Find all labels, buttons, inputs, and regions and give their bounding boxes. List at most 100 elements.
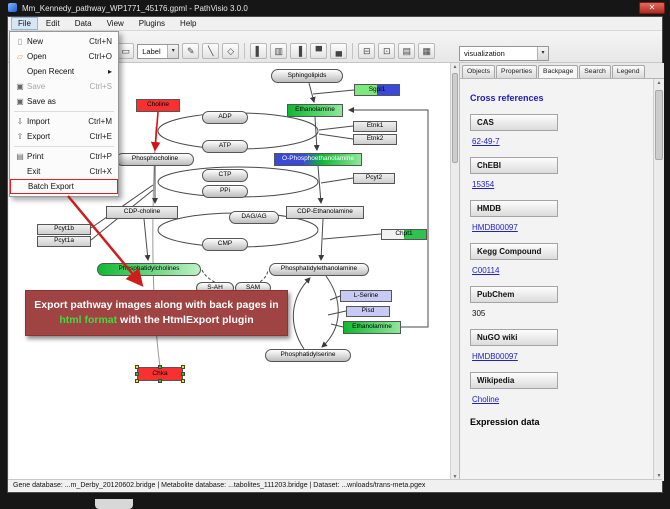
xref-link-cas[interactable]: 62-49-7 (472, 137, 500, 146)
node-l-serine[interactable]: L-Serine (340, 290, 392, 302)
shape-tool-icon[interactable]: ◇ (222, 43, 240, 59)
xref-link-wikipedia[interactable]: Choline (472, 395, 500, 404)
node-ppi[interactable]: PPi (202, 185, 248, 198)
node-adp[interactable]: ADP (202, 111, 248, 124)
xref-link-hmdb[interactable]: HMDB00097 (472, 223, 518, 232)
tab-properties[interactable]: Properties (496, 65, 538, 78)
label-tool-select[interactable]: Label▾ (137, 44, 180, 59)
selection-handle[interactable] (181, 379, 185, 383)
menu-item-shortcut: Ctrl+S (89, 82, 112, 91)
scroll-up-icon[interactable]: ▲ (452, 64, 458, 70)
xref-value-pubchem: 305 (472, 309, 486, 318)
menu-file[interactable]: File (11, 17, 38, 30)
line-tool-icon[interactable]: ╲ (202, 43, 220, 59)
scroll-down-icon[interactable]: ▼ (452, 474, 458, 480)
node-choline[interactable]: Choline (136, 99, 180, 112)
xref-link-chebi[interactable]: 15354 (472, 180, 495, 189)
align-right-icon[interactable]: ▐ (290, 43, 308, 59)
match-width-icon[interactable]: ⊟ (358, 43, 376, 59)
cross-references-heading: Cross references (470, 93, 544, 103)
node-cdp-ethanolamine[interactable]: CDP-Ethanolamine (286, 206, 364, 219)
selection-handle[interactable] (181, 372, 185, 376)
datanode-tool-icon[interactable]: ▭ (117, 43, 135, 59)
xref-section-hmdb: HMDB (470, 200, 558, 217)
scroll-down-icon[interactable]: ▼ (656, 473, 662, 479)
tab-objects[interactable]: Objects (462, 65, 496, 78)
node-phosphatidylserine[interactable]: Phosphatidylserine (265, 349, 351, 362)
node-cdp-choline[interactable]: CDP-choline (106, 206, 178, 219)
chevron-down-icon[interactable]: ▾ (167, 45, 179, 58)
xref-link-nugo-wiki[interactable]: HMDB00097 (472, 352, 518, 361)
node-phosphatidylcholines[interactable]: Phosphatidylcholines (97, 263, 201, 276)
file-menu-item-batch-export[interactable]: Batch Export (10, 179, 118, 194)
node-etnk2[interactable]: Etnk2 (353, 134, 397, 145)
file-menu-item-save-as[interactable]: ▣Save as (10, 94, 118, 109)
xref-link-kegg-compound[interactable]: C00114 (472, 266, 500, 275)
menu-item-shortcut: Ctrl+X (89, 167, 112, 176)
selection-handle[interactable] (135, 365, 139, 369)
menu-item-label: Save (27, 82, 46, 91)
menu-plugins[interactable]: Plugins (138, 19, 166, 28)
node-chpt1[interactable]: Chpt1 (381, 229, 427, 240)
close-button[interactable]: ✕ (639, 2, 665, 14)
tab-legend[interactable]: Legend (611, 65, 645, 78)
align-center-icon[interactable]: ▥ (270, 43, 288, 59)
scroll-up-icon[interactable]: ▲ (656, 80, 662, 86)
scrollbar-thumb[interactable] (452, 73, 458, 163)
visualization-select[interactable]: visualization ▾ (459, 46, 549, 61)
node-sphingolipids[interactable]: Sphingolipids (271, 69, 343, 83)
node-etnk1[interactable]: Etnk1 (353, 121, 397, 132)
node-ethanolamine-top[interactable]: Ethanolamine (287, 104, 343, 117)
node-sgpl1[interactable]: Sgpl1 (354, 84, 400, 96)
align-top-icon[interactable]: ▀ (310, 43, 328, 59)
stack-horizontal-icon[interactable]: ▦ (418, 43, 436, 59)
tab-backpage[interactable]: Backpage (538, 65, 579, 78)
selection-handle[interactable] (135, 379, 139, 383)
node-pcyt2[interactable]: Pcyt2 (353, 173, 395, 184)
node-pcyt1b[interactable]: Pcyt1b (37, 224, 91, 235)
menu-edit[interactable]: Edit (45, 19, 60, 28)
node-atp[interactable]: ATP (202, 140, 248, 153)
canvas-vertical-scrollbar[interactable]: ▲ ▼ (450, 63, 459, 481)
align-left-icon[interactable]: ▌ (250, 43, 268, 59)
window-title: Mm_Kennedy_pathway_WP1771_45176.gpml - P… (22, 3, 248, 13)
menu-view[interactable]: View (106, 19, 124, 28)
sidebar-vertical-scrollbar[interactable]: ▲ ▼ (653, 79, 664, 481)
tab-search[interactable]: Search (579, 65, 611, 78)
node-cmp[interactable]: CMP (202, 238, 248, 251)
selection-handle[interactable] (158, 379, 162, 383)
stack-vertical-icon[interactable]: ▤ (398, 43, 416, 59)
node-o-phosphoethanolamine[interactable]: O-Phosphoethanolamine (274, 153, 362, 166)
selection-handle[interactable] (181, 365, 185, 369)
scrollbar-thumb[interactable] (655, 90, 663, 160)
node-pisd[interactable]: Pisd (346, 306, 390, 317)
menu-item-shortcut: Ctrl+O (88, 52, 112, 61)
menu-item-shortcut: Ctrl+M (88, 117, 112, 126)
menu-item-shortcut: ▸ (107, 67, 112, 76)
file-menu-item-open-recent[interactable]: Open Recent▸ (10, 64, 118, 79)
selection-handle[interactable] (135, 372, 139, 376)
node-phosphocholine[interactable]: Phosphocholine (116, 153, 194, 166)
node-ethanolamine-bottom[interactable]: Ethanolamine (343, 321, 401, 334)
pencil-tool-icon[interactable]: ✎ (182, 43, 200, 59)
align-bottom-icon[interactable]: ▄ (330, 43, 348, 59)
menu-data[interactable]: Data (74, 19, 92, 28)
selection-handle[interactable] (158, 365, 162, 369)
node-ctp[interactable]: CTP (202, 169, 248, 182)
match-height-icon[interactable]: ⊡ (378, 43, 396, 59)
menu-help[interactable]: Help (180, 19, 197, 28)
node-pcyt1a[interactable]: Pcyt1a (37, 236, 91, 247)
import-icon: ⇩ (16, 117, 24, 126)
node-phosphatidylethanolamine[interactable]: Phosphatidylethanolamine (269, 263, 369, 276)
node-dag-ag[interactable]: DAG/AG (229, 211, 279, 224)
title-bar: Mm_Kennedy_pathway_WP1771_45176.gpml - P… (0, 0, 670, 16)
chevron-down-icon[interactable]: ▾ (537, 47, 548, 60)
